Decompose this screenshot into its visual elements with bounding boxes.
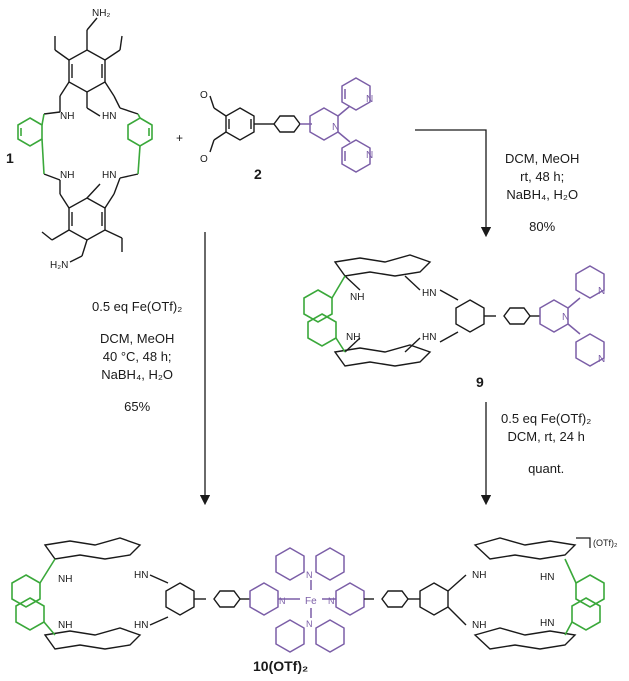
conditions-b: 0.5 eq Fe(OTf)₂ DCM, MeOH 40 °C, 48 h; N… (92, 298, 182, 416)
condition-yield: 80% (529, 219, 556, 234)
fe-atom-label: Fe (305, 596, 317, 607)
condition-line: DCM, rt, 24 h (507, 429, 585, 444)
atom-label: HN (540, 572, 554, 583)
compound-9-terpyridine (539, 265, 605, 367)
compound-10-left-green-linkers (11, 558, 56, 636)
compound-9-label: 9 (476, 374, 484, 390)
atom-label: HN (134, 570, 148, 581)
compound-2-core (209, 95, 301, 153)
atom-label: N (328, 596, 335, 606)
condition-line: 0.5 eq Fe(OTf)₂ (501, 411, 592, 426)
compound-9-green-linkers (303, 275, 346, 353)
compound-10-right-green-linkers (564, 558, 605, 636)
atom-label: NH (472, 570, 486, 581)
atom-label: N (598, 286, 605, 297)
compound-10-left-core (165, 582, 250, 616)
atom-label: N (366, 94, 373, 105)
atom-label: N (562, 312, 569, 323)
arrow-to-9 (415, 129, 492, 238)
atom-label: O (200, 90, 208, 101)
atom-label: N (366, 150, 373, 161)
atom-label: HN (540, 618, 554, 629)
plus-sign: + (176, 131, 183, 145)
atom-label: NH (346, 332, 360, 343)
atom-label: NH (58, 574, 72, 585)
atom-label: O (200, 154, 208, 165)
condition-line: DCM, MeOH (99, 331, 175, 346)
condition-line: 40 °C, 48 h; (102, 349, 172, 364)
counterion-label: (OTf)₂ (593, 538, 618, 548)
compound-10-fe-bis-terpyridine (249, 547, 365, 653)
atom-label: HN (422, 288, 436, 299)
condition-line: DCM, MeOH (505, 151, 580, 166)
compound-10-right-macrocycle (473, 537, 577, 650)
condition-line: NaBH₄, H₂O (101, 367, 174, 382)
compound-2-label: 2 (254, 166, 262, 182)
atom-label: H₂N (50, 260, 68, 271)
reaction-arrows (199, 129, 492, 506)
atom-label: N (279, 596, 286, 606)
atom-label: HN (102, 111, 116, 122)
compound-9-core (455, 299, 540, 333)
compound-9-macrocycle (333, 254, 459, 367)
condition-yield: 65% (124, 399, 151, 414)
atom-label: N (332, 122, 339, 133)
condition-line: NaBH₄, H₂O (506, 187, 579, 202)
atom-label: HN (134, 620, 148, 631)
atom-label: NH (58, 620, 72, 631)
compound-1-structure (41, 17, 139, 263)
atom-label: NH (60, 170, 74, 181)
compound-10-right-core (364, 574, 467, 626)
atom-label: N (306, 619, 313, 629)
condition-line: 0.5 eq Fe(OTf)₂ (92, 299, 183, 314)
atom-label: N (306, 570, 313, 580)
compound-1-label: 1 (6, 150, 14, 166)
conditions-a: DCM, MeOH rt, 48 h; NaBH₄, H₂O 80% (505, 150, 579, 236)
atom-label: NH₂ (92, 8, 110, 19)
atom-label: NH (472, 620, 486, 631)
compound-10-right-bracket (576, 537, 591, 548)
compound-10-left-macrocycle (43, 537, 169, 650)
atom-label: HN (102, 170, 116, 181)
atom-label: NH (350, 292, 364, 303)
condition-line: rt, 48 h; (520, 169, 565, 184)
atom-label: N (598, 354, 605, 365)
atom-label: NH (60, 111, 74, 122)
compound-10-label: 10(OTf)₂ (253, 658, 309, 674)
compound-2-terpyridine (300, 77, 371, 173)
conditions-c: 0.5 eq Fe(OTf)₂ DCM, rt, 24 h quant. (501, 410, 591, 478)
compound-1-green-linkers (17, 113, 153, 175)
atom-label: HN (422, 332, 436, 343)
condition-yield: quant. (528, 461, 565, 476)
